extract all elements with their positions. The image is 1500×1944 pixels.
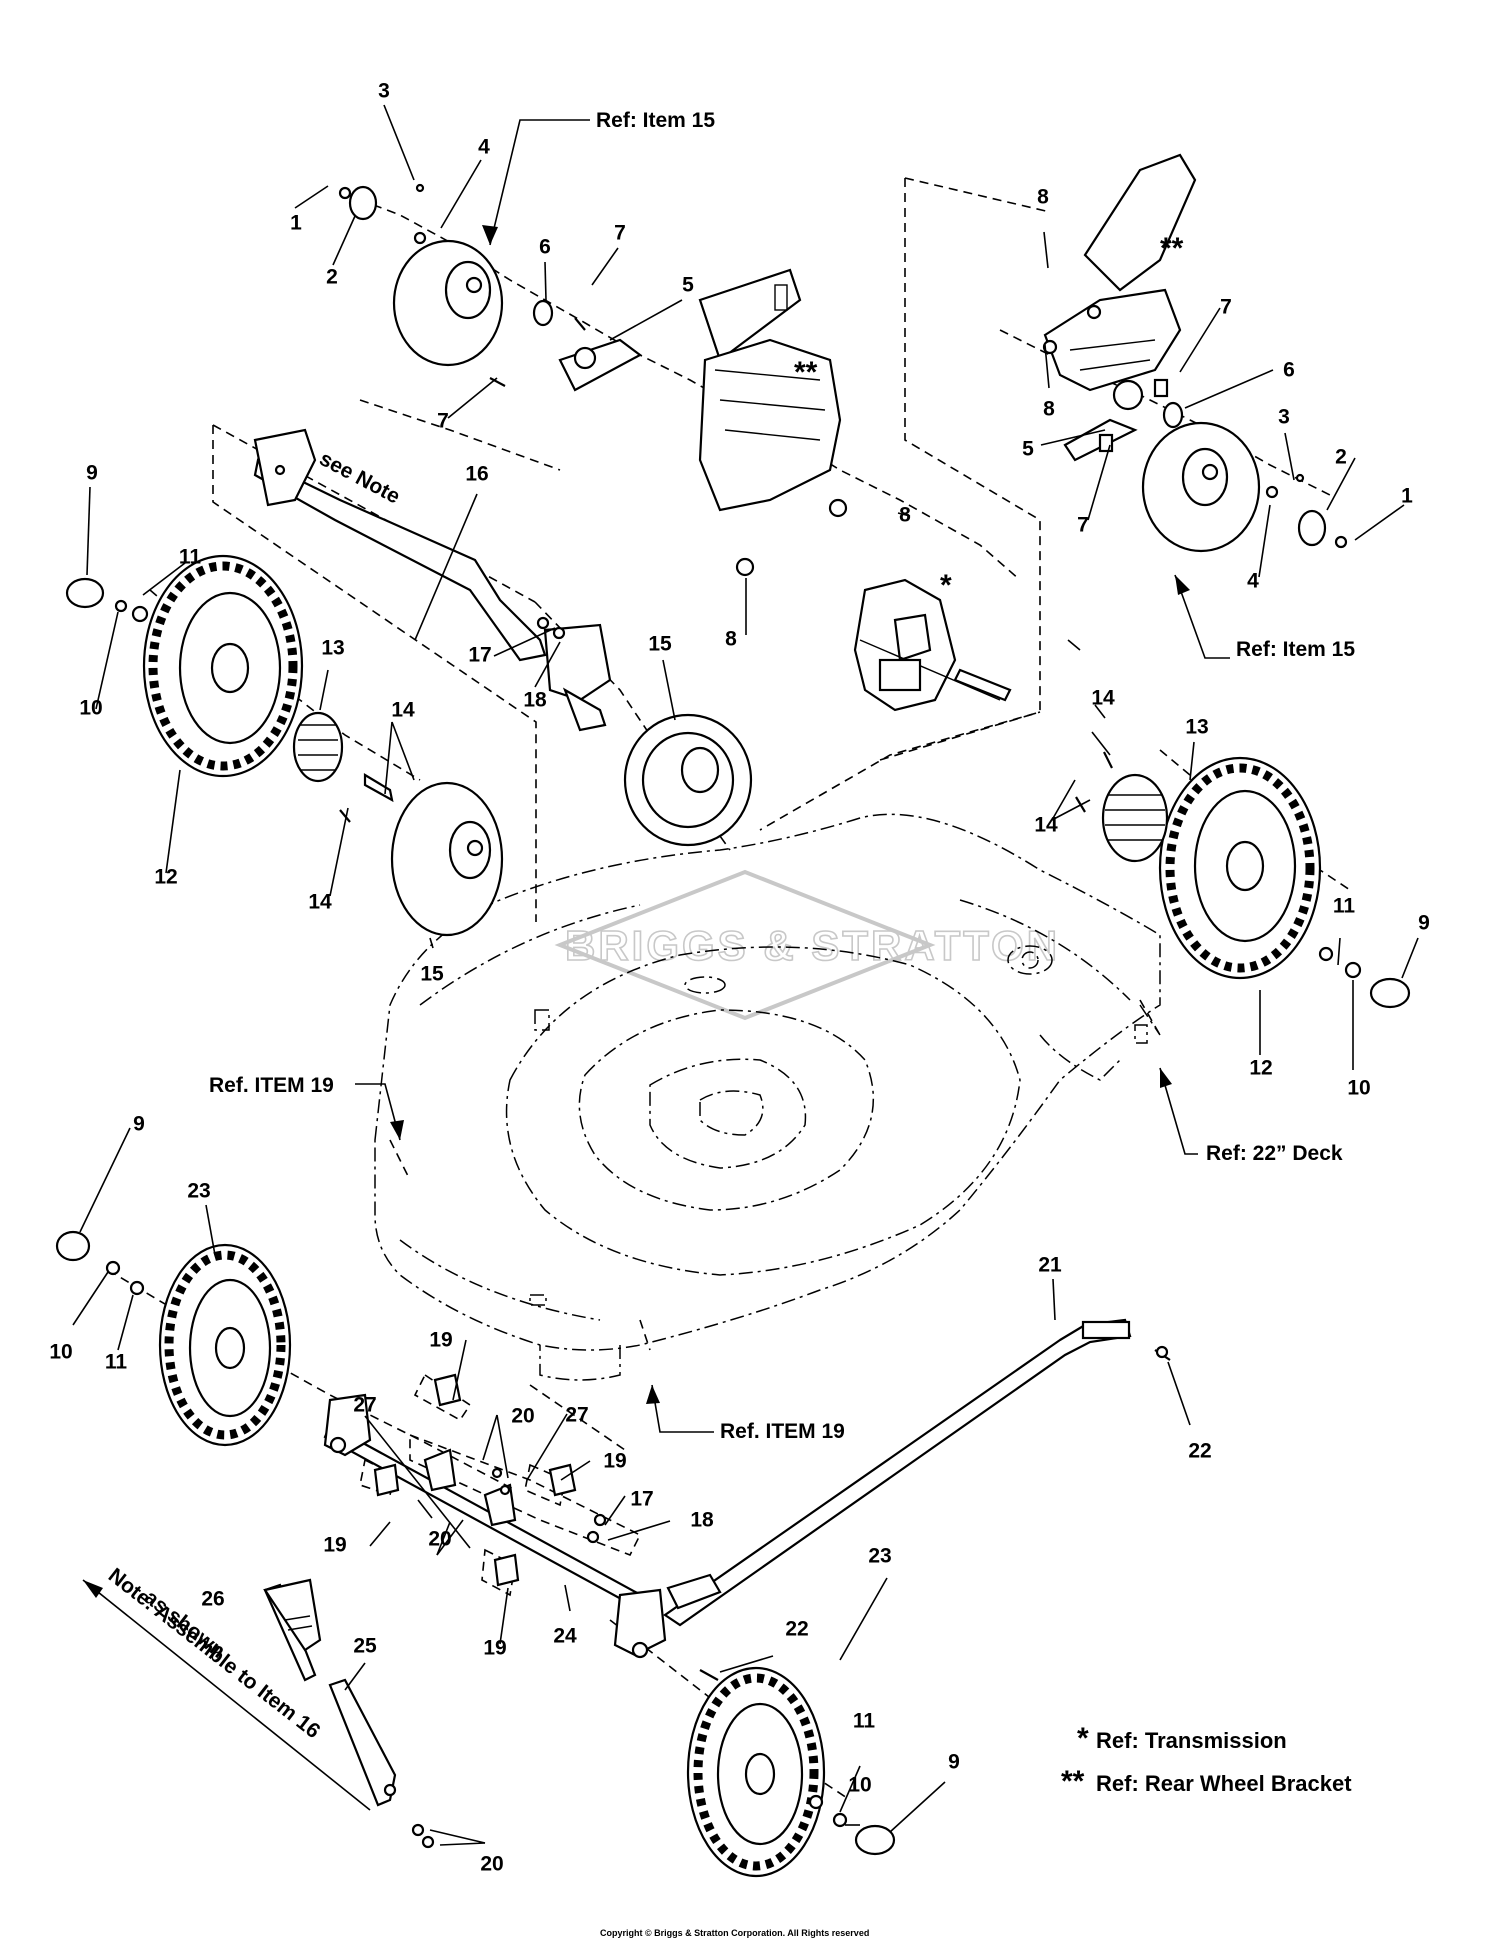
note-arrow [82,1579,371,1811]
legend: * Ref: Transmission ** Ref: Rear Wheel B… [1061,1722,1352,1798]
callout-8: 8 [1043,398,1055,421]
callout-8: 8 [1037,186,1049,209]
callout-22: 22 [1188,1440,1211,1463]
callout-14: 14 [1091,687,1115,710]
ref-deck: Ref: 22” Deck [1206,1142,1343,1165]
callout-8: 8 [725,628,737,651]
callout-9: 9 [133,1113,145,1136]
callout-14: 14 [1034,814,1058,837]
mower-deck [374,813,1161,1381]
legend-symbol: ** [1061,1765,1085,1798]
callout-27: 27 [353,1394,376,1417]
copyright: Copyright © Briggs & Stratton Corporatio… [600,1928,869,1938]
callout-11: 11 [1333,895,1356,918]
disc-15-left [390,781,504,937]
callout-4: 4 [478,136,490,159]
ref-item19-bottom: Ref. ITEM 19 [720,1420,845,1443]
callout-25: 25 [353,1635,377,1658]
callout-6: 6 [1283,359,1295,382]
star-marker: * [940,569,952,602]
double-star-marker: ** [794,356,818,389]
callout-24: 24 [553,1625,577,1648]
right-transmission-bracket [1042,153,1348,553]
callout-16: 16 [465,463,488,486]
callout-6: 6 [539,236,551,259]
callout-9: 9 [948,1751,960,1774]
callout-7: 7 [437,410,449,433]
callout-18: 18 [690,1509,714,1532]
front-axle-assembly [323,1373,667,1659]
callout-7: 7 [1077,514,1089,537]
double-star-marker: ** [1160,232,1184,265]
callout-21: 21 [1038,1254,1062,1277]
lever-handle [263,1578,435,1849]
callout-20: 20 [511,1405,534,1428]
callout-11: 11 [105,1351,128,1374]
ref-item15-top: Ref: Item 15 [596,109,715,132]
callout-10: 10 [49,1341,72,1364]
callout-2: 2 [1335,446,1347,469]
callout-13: 13 [1185,716,1208,739]
callout-22: 22 [785,1618,808,1641]
callout-7: 7 [1220,296,1232,319]
callout-13: 13 [321,637,344,660]
callout-1: 1 [1401,485,1413,508]
callout-3: 3 [378,80,390,103]
callout-26: 26 [201,1588,224,1611]
callout-9: 9 [86,462,98,485]
left-transmission-bracket [338,183,848,577]
callout-19: 19 [323,1534,346,1557]
callout-11: 11 [179,546,202,569]
front-wheel-right [686,1666,896,1878]
callout-12: 12 [154,866,177,889]
callout-18: 18 [523,689,547,712]
callout-19: 19 [603,1450,626,1473]
callout-7: 7 [614,222,626,245]
rear-wheel-right [1075,751,1411,1009]
callout-12: 12 [1249,1057,1272,1080]
callout-19: 19 [429,1329,452,1352]
disc-15-middle [623,713,753,847]
watermark-text: BRIGGS & STRATTON [565,922,1060,969]
callout-14: 14 [308,891,332,914]
callout-23: 23 [187,1180,210,1203]
callout-9: 9 [1418,912,1430,935]
leader-lines [72,104,1419,1846]
callout-3: 3 [1278,406,1290,429]
callout-10: 10 [79,697,102,720]
transmission [853,578,1012,712]
callout-11: 11 [853,1710,876,1733]
callout-4: 4 [1247,570,1259,593]
callout-1: 1 [290,212,302,235]
ref-item15-right: Ref: Item 15 [1236,638,1355,661]
watermark: BRIGGS & STRATTON [554,869,1060,1021]
callout-17: 17 [630,1488,653,1511]
ref-item19-left: Ref. ITEM 19 [209,1074,334,1097]
callout-10: 10 [848,1774,871,1797]
callout-10: 10 [1347,1077,1370,1100]
height-adjust-rod [663,1318,1171,1681]
rear-wheel-left [65,554,394,823]
callout-27: 27 [565,1404,588,1427]
callout-5: 5 [1022,438,1034,461]
callout-15: 15 [648,633,672,656]
callout-20: 20 [428,1528,451,1551]
callout-23: 23 [868,1545,891,1568]
legend-transmission: Ref: Transmission [1096,1728,1287,1753]
callout-19: 19 [483,1637,506,1660]
legend-symbol: * [1077,1722,1089,1755]
star-markers: ** ** * [794,232,1184,602]
callout-17: 17 [468,644,491,667]
callout-5: 5 [682,274,694,297]
callout-20: 20 [480,1853,503,1876]
front-wheel-left [55,1230,292,1447]
callout-8: 8 [899,504,911,527]
callout-numbers: 3 4 1 2 6 7 5 7 8 8 8 7 8 6 5 7 3 2 1 4 … [49,80,1430,1876]
callout-14: 14 [391,699,415,722]
legend-rear-wheel-bracket: Ref: Rear Wheel Bracket [1096,1771,1352,1796]
rear-axle-assembly [253,428,612,732]
callout-15: 15 [420,963,444,986]
callout-2: 2 [326,266,338,289]
